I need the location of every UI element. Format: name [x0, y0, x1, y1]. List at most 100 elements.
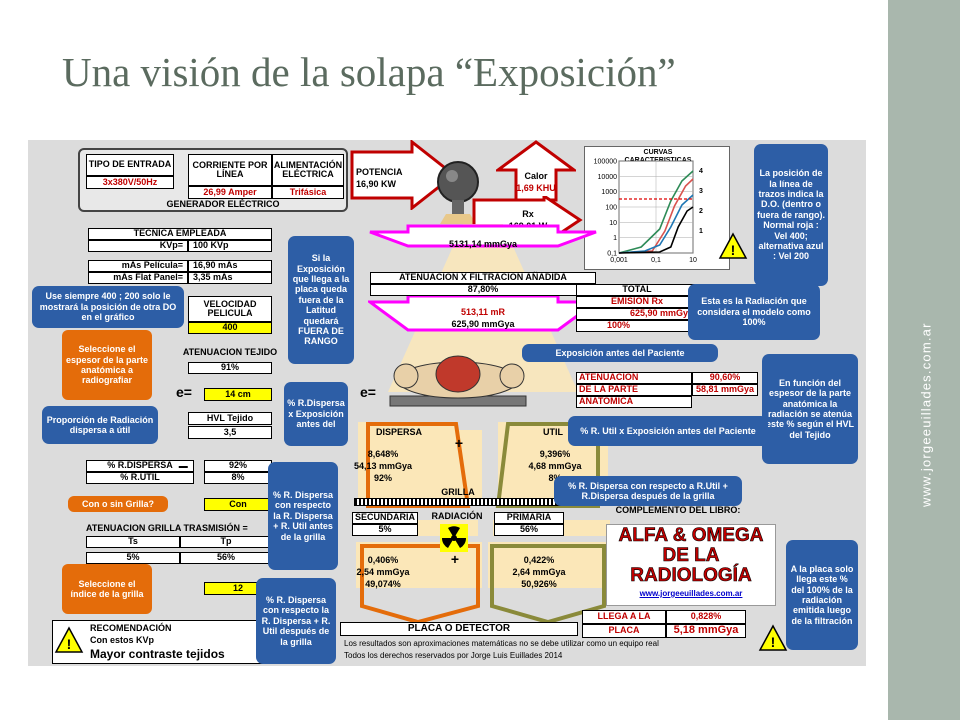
tecnica-header: TECNICA EMPLEADA: [88, 228, 272, 240]
book-url[interactable]: www.jorgeeuillades.com.ar: [639, 589, 743, 598]
hvl-value: 3,5: [188, 426, 272, 439]
placa-detector-label: PLACA O DETECTOR: [340, 622, 578, 636]
patient-icon: [389, 355, 527, 407]
chart-x-tick: 0,001: [610, 257, 628, 264]
pre-patient-mgy: 625,90 mmGya: [451, 319, 515, 329]
chart-curve-4: [618, 206, 694, 254]
chart-curve-label: 2: [699, 208, 703, 215]
u-pct: 9,396%: [539, 449, 571, 459]
slide-title: Una visión de la solapa “Exposición”: [62, 49, 676, 95]
potencia-label: POTENCIA: [356, 167, 403, 177]
p-mgy: 2,64 mmGya: [512, 567, 566, 577]
corriente-value: 26,99 Amper: [188, 186, 272, 199]
potencia-value: 16,90 KW: [356, 179, 397, 189]
callout-proporcion: Proporción de Radiación dispersa a útil: [42, 406, 158, 444]
pri-pct: 56%: [494, 524, 564, 536]
grilla-label: GRILLA: [441, 487, 475, 497]
spreadsheet-screenshot: TIPO DE ENTRADA 3x380V/50Hz CORRIENTE PO…: [28, 140, 866, 666]
llega-l2: PLACA: [582, 624, 666, 638]
chart-y-tick: 10: [609, 220, 617, 227]
side-url: www.jorgeeuillades.com.ar: [918, 322, 934, 508]
callout-funcion: En función del espesor de la parte anató…: [762, 354, 858, 464]
u-mgy: 4,68 mmGya: [528, 461, 582, 471]
r-dispersa-label: % R.DISPERSA: [86, 460, 194, 472]
s-mgy: 2,54 mmGya: [356, 567, 410, 577]
xray-tube-icon: [437, 161, 479, 224]
secundaria-label: SECUNDARIA: [352, 512, 418, 524]
callout-considera: Esta es la Radiación que considera el mo…: [688, 284, 820, 340]
aten-parte-l1: ATENUACION: [576, 372, 692, 384]
mas-flat-label: mAs Flat Panel=: [88, 272, 188, 284]
util-label: UTIL: [543, 427, 563, 437]
beam-top-value: 5131,14 mmGya: [448, 239, 518, 249]
alimentacion-label: ALIMENTACIÓN ELÉCTRICA: [272, 154, 344, 186]
chart-x-tick: 10: [689, 257, 697, 264]
ts-label: Ts: [86, 536, 180, 548]
d-mgy: 54,13 mmGya: [353, 461, 413, 471]
chart-y-tick: 0,1: [607, 251, 617, 258]
mas-pelicula-label: mAs Película=: [88, 260, 188, 272]
chart-curve-label: 1: [699, 228, 703, 235]
aten-parte-l3: ANATOMICA: [576, 396, 692, 408]
mas-flat-value: 3,35 mAs: [188, 272, 272, 284]
chart-x-tick: 0,1: [651, 257, 661, 264]
radiacion-label: RADIACIÓN: [431, 511, 483, 521]
llega-l1: LLEGA A LA: [582, 610, 666, 624]
espesor-eq-right: e=: [360, 384, 376, 400]
ts-value: 5%: [86, 552, 180, 564]
callout-rdispersa: % R.Dispersa x Exposición antes del: [284, 382, 348, 446]
callout-antes: Exposición antes del Paciente: [522, 344, 718, 362]
callout-rdisp-antes: % R. Dispersa con respecto la R. Dispers…: [268, 462, 338, 570]
tipo-entrada-label: TIPO DE ENTRADA: [86, 154, 174, 176]
dispersa-eq: =: [178, 460, 189, 480]
chart-y-tick: 1000: [601, 189, 617, 196]
chart-y-tick: 10000: [598, 174, 618, 181]
aten-parte-l2: DE LA PARTE: [576, 384, 692, 396]
espesor-select[interactable]: 14 cm: [204, 388, 272, 401]
recomendacion-title: RECOMENDACIÓN: [90, 623, 172, 633]
llega-v1: 0,828%: [666, 610, 746, 624]
callout-latitud: Si la Exposición que llega a la placa qu…: [288, 236, 354, 364]
d-pct: 8,648%: [367, 449, 399, 459]
footer-line1: Los resultados son aproximaciones matemá…: [344, 639, 659, 648]
callout-espesor: Seleccione el espesor de la parte anatóm…: [62, 330, 152, 400]
p-pct: 0,422%: [523, 555, 555, 565]
emision-label: EMISION Rx: [576, 296, 698, 308]
chart-title: CURVAS CARACTERISTICAS: [624, 149, 692, 164]
chart-y-tick: 100: [605, 205, 617, 212]
tp-value: 56%: [180, 552, 272, 564]
tipo-entrada-value: 3x380V/50Hz: [86, 176, 174, 189]
d-ratio: 92%: [373, 473, 392, 483]
warning-icon-recomendacion: !: [54, 626, 84, 653]
filtracion-value: 87,80%: [370, 284, 596, 296]
book-line1: ALFA & OMEGA: [618, 525, 764, 546]
plus-1: +: [454, 435, 464, 451]
velocidad-select[interactable]: 400: [188, 322, 272, 334]
callout-rdisp-util: % R. Dispersa con respecto a R.Util + R.…: [554, 476, 742, 506]
grilla-bar: [354, 498, 566, 506]
chart-curve-3: [618, 194, 694, 254]
hvl-label: HVL Tejido: [188, 412, 272, 425]
emision-value: 625,90 mmGya: [576, 308, 698, 320]
kvp-label: KVp=: [88, 240, 188, 252]
alimentacion-value: Trifásica: [272, 186, 344, 199]
filtracion-label: ATENUACION X FILTRACION AÑADIDA: [370, 272, 596, 284]
chart-curve-2: [618, 178, 694, 254]
primaria-label: PRIMARIA: [494, 512, 564, 524]
rx-label: Rx: [522, 209, 534, 219]
espesor-eq: e=: [176, 384, 192, 400]
sec-pct: 5%: [352, 524, 418, 536]
side-bar: www.jorgeeuillades.com.ar: [888, 0, 960, 720]
chart-curve-1: [618, 170, 694, 254]
callout-placa: A la placa solo llega este % del 100% de…: [786, 540, 858, 650]
footer-line2: Todos los derechos reservados por Jorge …: [344, 651, 563, 660]
grilla-select[interactable]: Con: [204, 498, 272, 511]
warning-icon: !: [718, 232, 748, 259]
aten-tejido-label: ATENUACION TEJIDO: [182, 347, 278, 357]
chart-y-tick: 1: [613, 235, 617, 242]
mas-pelicula-value: 16,90 mAs: [188, 260, 272, 272]
r-dispersa-value: 92%: [204, 460, 272, 472]
aten-parte-v1: 90,60%: [692, 372, 758, 384]
